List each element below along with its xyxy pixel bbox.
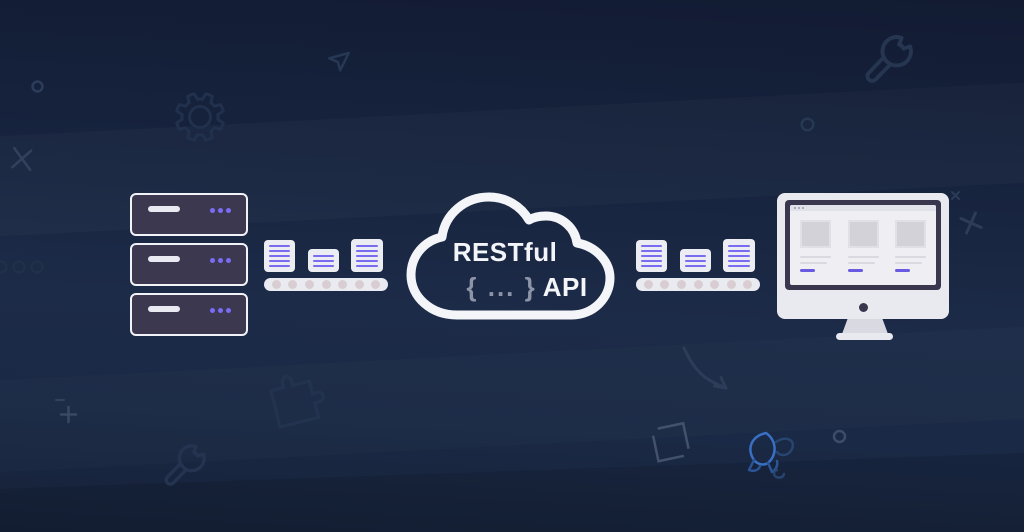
document-icon xyxy=(351,239,383,272)
dash-icon xyxy=(55,399,65,401)
cross-icon xyxy=(951,191,960,200)
cursor-icon xyxy=(327,51,350,72)
conveyor-belt xyxy=(264,278,388,291)
card-image-placeholder xyxy=(800,220,831,248)
monitor-stand xyxy=(842,319,888,334)
server-led-dots xyxy=(210,308,231,313)
plus-icon xyxy=(59,405,78,424)
content-card xyxy=(800,220,831,272)
gear-icon xyxy=(171,88,229,146)
circle-icon xyxy=(800,117,815,132)
code-braces: { ... } xyxy=(466,272,537,302)
monitor-bezel xyxy=(785,200,941,290)
conveyor-right xyxy=(636,238,760,291)
card-button-bar xyxy=(800,269,815,272)
content-card xyxy=(847,220,879,272)
curved-arrow-icon xyxy=(682,346,728,390)
server-stack xyxy=(130,193,248,343)
cloud-subtitle: { ... }API xyxy=(399,272,623,302)
circle-icon xyxy=(31,80,44,93)
screen-cards xyxy=(790,211,936,272)
monitor-base xyxy=(836,333,893,340)
document-icon xyxy=(680,249,711,272)
screen-topbar xyxy=(790,205,936,211)
cross-icon xyxy=(11,146,33,172)
api-label: API xyxy=(542,272,588,302)
cloud-icon xyxy=(406,192,615,320)
monitor xyxy=(777,193,949,319)
wrench-icon xyxy=(164,444,206,486)
card-button-bar xyxy=(847,269,863,272)
server-unit xyxy=(130,193,248,236)
background-band xyxy=(0,447,1024,532)
server-led-dots xyxy=(210,258,231,263)
monitor-screen xyxy=(790,205,936,285)
cloud-title: RESTful xyxy=(452,237,558,267)
server-unit xyxy=(130,293,248,336)
server-status-bar xyxy=(148,306,180,312)
card-button-bar xyxy=(895,269,910,272)
circles-row-icon xyxy=(0,260,44,274)
document-icon xyxy=(723,239,755,272)
document-icon xyxy=(636,240,667,272)
document-icon xyxy=(264,240,295,272)
content-card xyxy=(895,220,926,272)
puzzle-icon xyxy=(269,375,325,429)
square-frame-icon xyxy=(651,421,690,463)
card-image-placeholder xyxy=(847,220,879,248)
circle-icon xyxy=(832,429,847,444)
rocket-icon xyxy=(747,431,795,479)
conveyor-belt xyxy=(636,278,760,291)
server-led-dots xyxy=(210,208,231,213)
document-icon xyxy=(308,249,339,272)
conveyor-left xyxy=(264,238,388,291)
plus-icon xyxy=(959,211,983,235)
server-status-bar xyxy=(148,256,180,262)
server-status-bar xyxy=(148,206,180,212)
wrench-icon xyxy=(865,35,913,83)
server-unit xyxy=(130,243,248,286)
card-image-placeholder xyxy=(895,220,926,248)
camera-dot xyxy=(859,303,868,312)
